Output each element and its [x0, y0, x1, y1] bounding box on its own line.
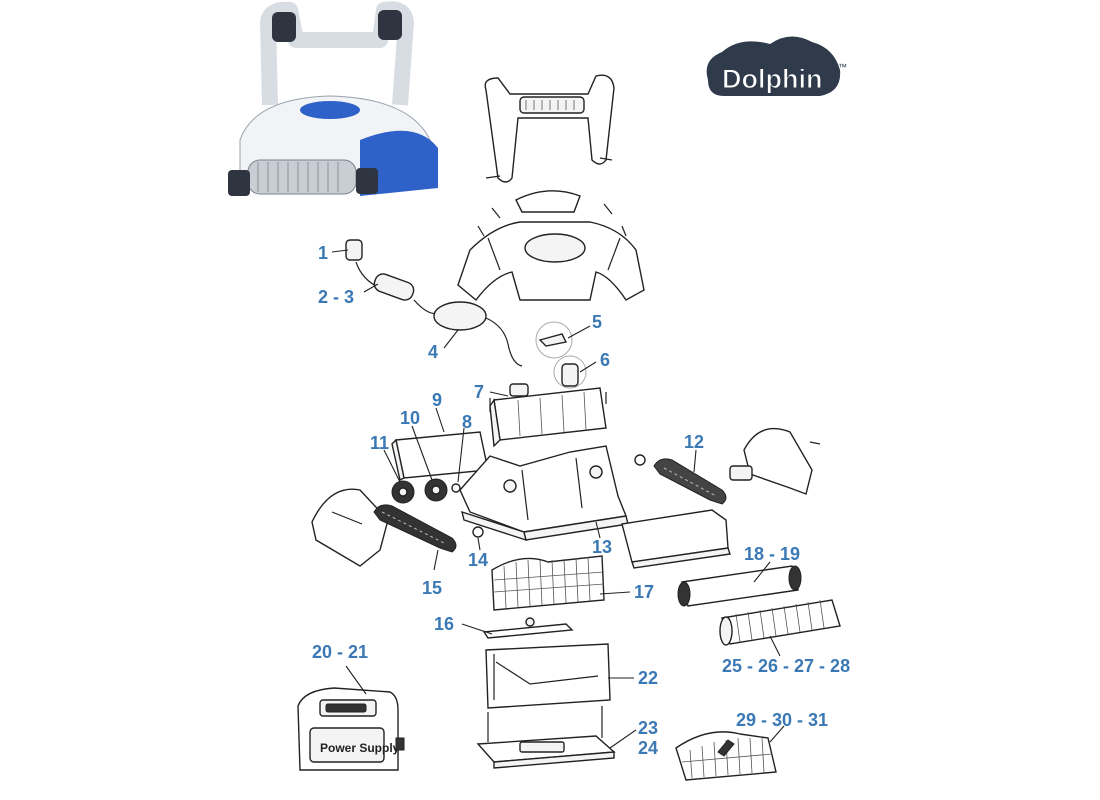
- callout-25-28: 25 - 26 - 27 - 28: [722, 656, 850, 676]
- part-left-side-panel: [311, 488, 389, 567]
- robot-handle-grip-left: [272, 12, 296, 42]
- callout-15: 15: [422, 578, 442, 598]
- leader-1: [331, 249, 349, 253]
- part-right-cover-plate: [621, 509, 731, 569]
- callout-12: 12: [684, 432, 704, 452]
- robot-product-image: [228, 1, 438, 196]
- dolphin-logo-badge: [706, 36, 841, 96]
- callout-10: 10: [400, 408, 420, 428]
- callout-2-3: 2 - 3: [318, 287, 354, 307]
- callout-23: 23: [638, 718, 658, 738]
- part-left-track: [373, 504, 457, 553]
- power-supply-label: Power Supply: [320, 741, 400, 755]
- brand-trademark: ™: [838, 62, 847, 72]
- leader-15: [433, 549, 439, 571]
- callout-1: 1: [318, 243, 328, 263]
- callout-5: 5: [592, 312, 602, 332]
- part-filter-panels: [675, 731, 777, 781]
- leader-14: [477, 537, 481, 551]
- part-filter-frame: [485, 643, 611, 709]
- part-gears: [391, 478, 484, 538]
- part-impeller: [535, 321, 587, 389]
- leader-23: [609, 729, 637, 749]
- callout-24: 24: [638, 738, 658, 758]
- robot-brush-roller: [247, 159, 357, 195]
- callout-14: 14: [468, 550, 488, 570]
- leader-9: [435, 407, 445, 433]
- robot-side-panel: [360, 130, 438, 196]
- leader-29: [769, 725, 785, 743]
- callout-4: 4: [428, 342, 438, 362]
- callout-29-31: 29 - 30 - 31: [736, 710, 828, 730]
- robot-track: [228, 170, 250, 196]
- callout-13: 13: [592, 537, 612, 557]
- robot-track-right: [356, 168, 378, 194]
- leader-25: [769, 635, 781, 657]
- leader-5: [567, 325, 591, 339]
- part-motor-cover: [391, 431, 489, 482]
- callout-labels: 1 2 - 3 4 5 6 7 8 9 10 11 12 13 14 15 16…: [312, 243, 850, 758]
- leader-6: [579, 361, 597, 373]
- leader-8: [457, 427, 465, 483]
- callout-11: 11: [370, 433, 389, 453]
- part-handle: [484, 74, 615, 183]
- part-bottom-lid: [476, 706, 616, 769]
- leader-10: [411, 425, 433, 481]
- part-brush: [719, 599, 841, 646]
- part-pvc-cylinder: [677, 565, 802, 607]
- leader-2: [363, 283, 379, 293]
- part-filter-clip: [482, 617, 574, 639]
- callout-6: 6: [600, 350, 610, 370]
- callout-20-21: 20 - 21: [312, 642, 368, 662]
- callout-7: 7: [474, 382, 484, 402]
- part-right-side-panel: [729, 427, 821, 495]
- leader-lines: [331, 249, 785, 749]
- leader-17: [599, 591, 631, 595]
- leader-16: [461, 623, 493, 635]
- leader-11: [383, 449, 401, 483]
- callout-16: 16: [434, 614, 454, 634]
- part-right-track: [634, 454, 727, 505]
- leader-12: [693, 449, 697, 473]
- leader-7: [489, 391, 509, 397]
- robot-handle-grip-right: [378, 10, 402, 40]
- callout-22: 22: [638, 668, 658, 688]
- robot-brush-texture: [257, 162, 339, 192]
- callout-9: 9: [432, 390, 442, 410]
- part-motor-unit: [489, 383, 607, 448]
- part-top-cover: [457, 190, 645, 302]
- robot-handle: [260, 1, 414, 106]
- part-power-supply: Power Supply: [297, 687, 405, 771]
- leader-18: [753, 561, 771, 583]
- part-chassis: [459, 445, 629, 542]
- robot-top-cap: [300, 101, 360, 119]
- brand-logo-text: Dolphin: [722, 64, 822, 94]
- leader-4: [443, 329, 459, 349]
- callout-8: 8: [462, 412, 472, 432]
- dolphin-logo: Dolphin ™: [706, 36, 847, 96]
- callout-18-19: 18 - 19: [744, 544, 800, 564]
- part-filter-basket: [491, 555, 605, 611]
- leader-13: [595, 521, 601, 539]
- leader-20: [345, 665, 367, 695]
- callout-17: 17: [634, 582, 654, 602]
- part-cable-assembly: [345, 239, 523, 367]
